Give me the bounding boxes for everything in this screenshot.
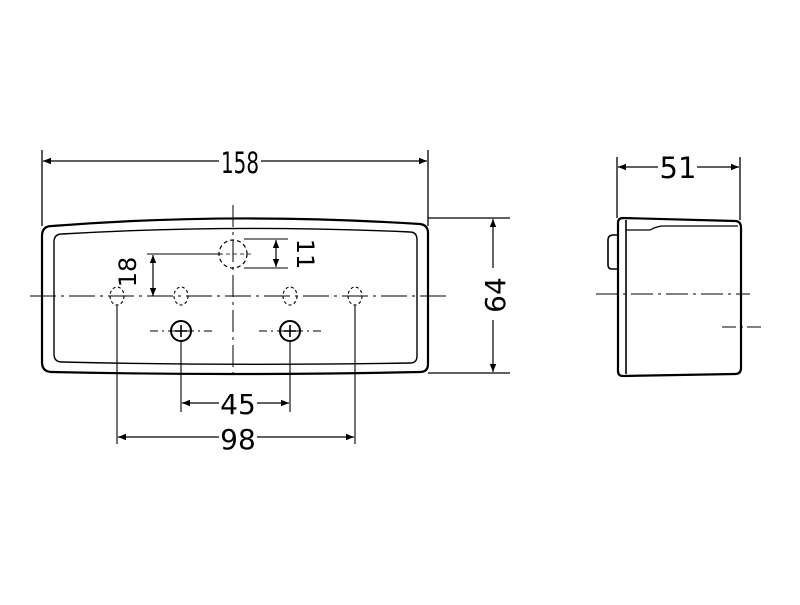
dimension-label-45: 45 bbox=[220, 388, 256, 421]
lens-outline bbox=[53, 227, 418, 365]
dimension-height: 64 bbox=[428, 217, 512, 374]
dimension-lamp-hole: 11 bbox=[244, 238, 319, 270]
dimension-label-18: 18 bbox=[114, 257, 142, 288]
dimension-depth: 51 bbox=[616, 151, 741, 220]
dimension-overall-width: 158 bbox=[41, 146, 429, 226]
screw-hole-left bbox=[150, 320, 212, 342]
side-view bbox=[596, 216, 765, 378]
side-housing-outline bbox=[616, 216, 743, 378]
dimension-label-64: 64 bbox=[479, 277, 512, 313]
side-connector bbox=[607, 234, 618, 270]
screw-hole-right bbox=[259, 320, 321, 342]
side-top-step bbox=[626, 225, 738, 231]
hidden-hole bbox=[173, 286, 189, 306]
dimension-label-11: 11 bbox=[291, 239, 319, 270]
dimension-hole-offset: 18 bbox=[114, 253, 222, 296]
dimension-label-158: 158 bbox=[221, 146, 259, 180]
dimension-outer-spacing: 98 bbox=[116, 305, 356, 456]
front-dimensions: 158 64 18 11 45 bbox=[41, 146, 512, 456]
dimension-inner-spacing: 45 bbox=[180, 341, 291, 421]
front-view bbox=[30, 205, 450, 378]
housing-outline bbox=[40, 217, 430, 376]
dimension-label-51: 51 bbox=[660, 151, 697, 185]
hidden-hole bbox=[282, 286, 298, 306]
dimension-label-98: 98 bbox=[220, 423, 256, 456]
